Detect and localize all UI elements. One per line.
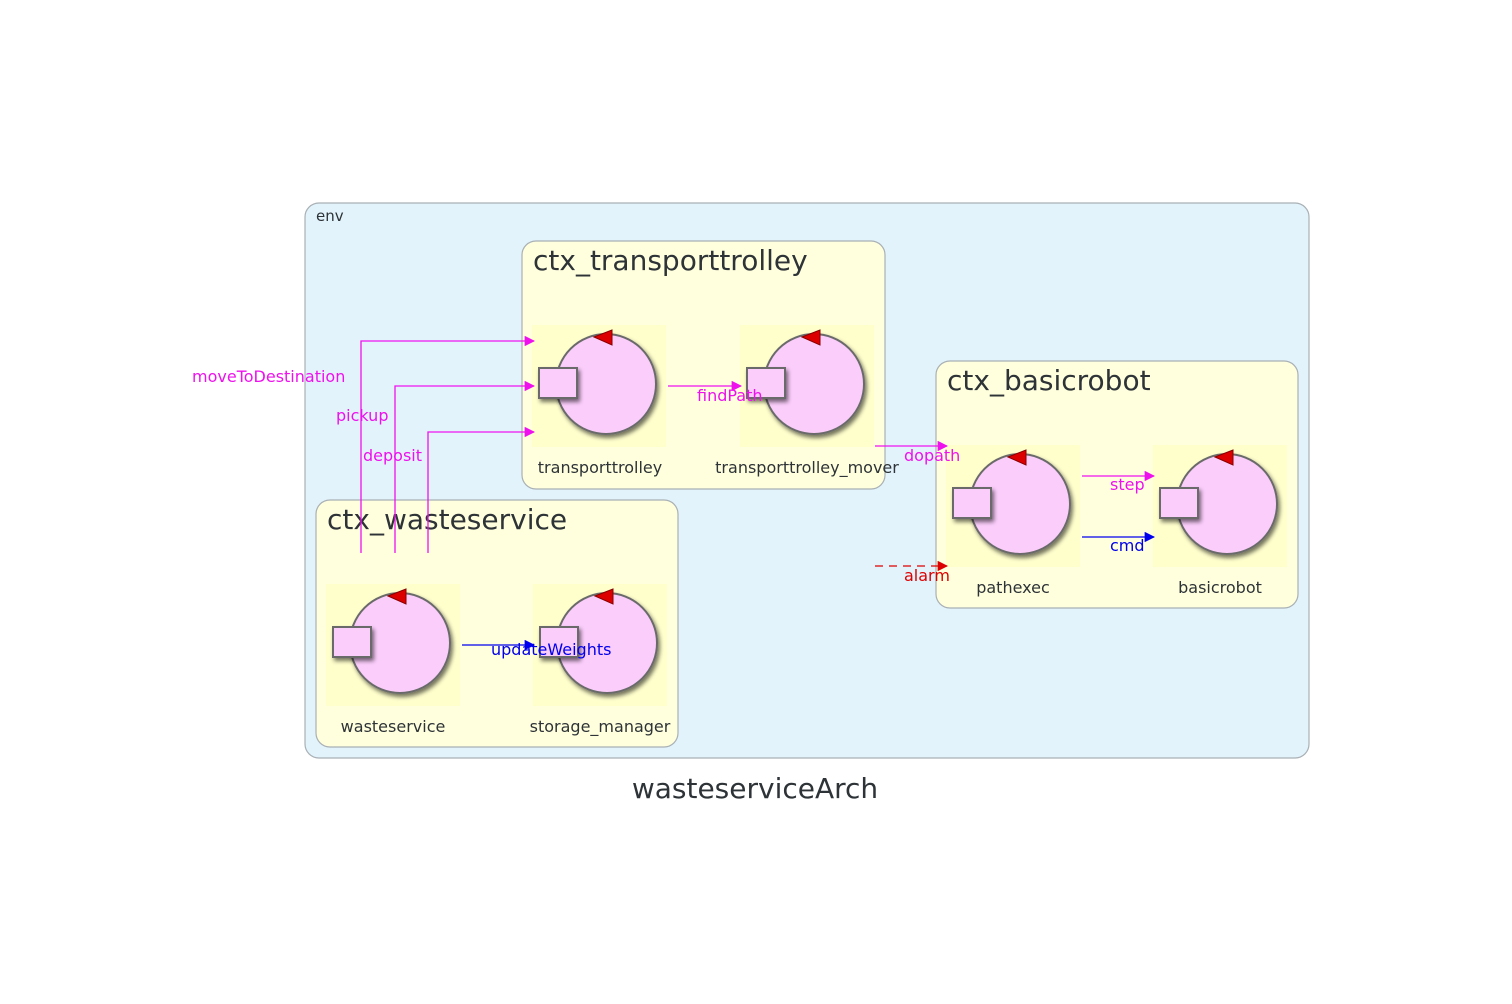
actor-wasteservice-icon[interactable] [326, 584, 460, 706]
msg-pickup-label: pickup [336, 406, 388, 425]
actor-storage-manager-icon[interactable] [533, 584, 667, 706]
actor-basicrobot-label: basicrobot [1178, 578, 1262, 597]
actor-pathexec-label: pathexec [976, 578, 1050, 597]
msg-alarm-label: alarm [904, 566, 950, 585]
msg-deposit-label: deposit [363, 446, 422, 465]
actor-basicrobot-icon[interactable] [1153, 445, 1287, 567]
diagram-title: wasteserviceArch [632, 772, 878, 805]
msg-findPath-label: findPath [697, 386, 763, 405]
env-label: env [316, 207, 344, 225]
actor-transporttrolley-icon[interactable] [532, 325, 666, 447]
msg-cmd-label: cmd [1110, 536, 1145, 555]
actor-wasteservice-label: wasteservice [341, 717, 446, 736]
msg-updateWeights-label: updateWeights [491, 640, 611, 659]
context-transporttrolley-title: ctx_transporttrolley [533, 244, 808, 277]
actor-transporttrolley-mover-icon[interactable] [740, 325, 874, 447]
context-wasteservice-title: ctx_wasteservice [327, 503, 567, 536]
msg-dopath-label: dopath [904, 446, 960, 465]
edge-pickup [394, 380, 536, 553]
context-basicrobot-title: ctx_basicrobot [947, 364, 1151, 397]
msg-moveToDestination-label: moveToDestination [192, 367, 345, 386]
msg-step-label: step [1110, 475, 1145, 494]
actor-pathexec-icon[interactable] [946, 445, 1080, 567]
edge-moveToDestination [360, 335, 536, 553]
actor-storage-manager-label: storage_manager [530, 717, 671, 737]
actor-transporttrolley-mover-label: transporttrolley_mover [715, 458, 899, 478]
edge-deposit [427, 426, 536, 553]
actor-transporttrolley-label: transporttrolley [538, 458, 662, 477]
